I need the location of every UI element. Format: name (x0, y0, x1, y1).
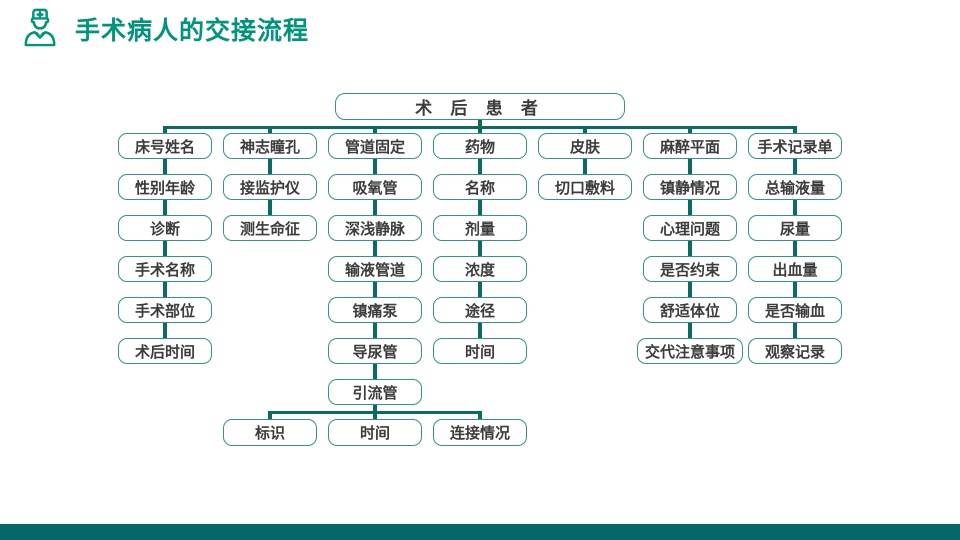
connector-line (688, 159, 692, 175)
footer-bar (0, 524, 960, 540)
connector-line (583, 159, 587, 175)
connector-line (163, 241, 167, 257)
chart-node: 床号姓名 (118, 133, 212, 159)
chart-node: 性别年龄 (118, 174, 212, 200)
chart-node: 交代注意事项 (637, 338, 743, 364)
connector-line (793, 323, 797, 339)
chart-node: 接监护仪 (223, 174, 317, 200)
connector-line (478, 282, 482, 298)
connector-line (163, 282, 167, 298)
slide-header: 手术病人的交接流程 (0, 0, 960, 60)
connector-line (373, 200, 377, 216)
connector-line (268, 411, 272, 420)
chart-node: 剂量 (433, 215, 527, 241)
connector-line (373, 364, 377, 380)
chart-node: 麻醉平面 (643, 133, 737, 159)
connector-line (373, 405, 377, 412)
chart-node: 管道固定 (328, 133, 422, 159)
chart-node: 时间 (328, 419, 422, 446)
chart-node: 出血量 (748, 256, 842, 282)
connector-line (373, 241, 377, 257)
connector-line (163, 323, 167, 339)
chart-node: 舒适体位 (643, 297, 737, 323)
chart-node: 是否约束 (643, 256, 737, 282)
chart-node: 手术部位 (118, 297, 212, 323)
connector-line (268, 126, 272, 134)
chart-node: 吸氧管 (328, 174, 422, 200)
connector-line (373, 411, 377, 420)
chart-node: 神志瞳孔 (223, 133, 317, 159)
connector-line (268, 200, 272, 216)
connector-line (688, 323, 692, 339)
chart-node: 皮肤 (538, 133, 632, 159)
chart-node: 输液管道 (328, 256, 422, 282)
connector-line (688, 282, 692, 298)
chart-node: 深浅静脉 (328, 215, 422, 241)
chart-node: 心理问题 (643, 215, 737, 241)
chart-node: 是否输血 (748, 297, 842, 323)
chart-node: 测生命征 (223, 215, 317, 241)
connector-line (478, 323, 482, 339)
connector-line (373, 159, 377, 175)
connector-line (793, 159, 797, 175)
chart-node: 术后时间 (118, 338, 212, 364)
chart-node: 切口敷料 (538, 174, 632, 200)
chart-node: 镇痛泵 (328, 297, 422, 323)
connector-line (478, 241, 482, 257)
connector-line (583, 126, 587, 134)
chart-node: 尿量 (748, 215, 842, 241)
chart-node: 镇静情况 (643, 174, 737, 200)
chart-node: 药物 (433, 133, 527, 159)
root-node: 术 后 患 者 (335, 93, 625, 120)
chart-node: 手术记录单 (748, 133, 842, 159)
chart-node: 观察记录 (748, 338, 842, 364)
connector-line (163, 126, 167, 134)
chart-node: 途径 (433, 297, 527, 323)
chart-node: 导尿管 (328, 338, 422, 364)
connector-line (268, 159, 272, 175)
chart-node: 标识 (223, 419, 317, 446)
connector-line (793, 282, 797, 298)
connector-line (163, 159, 167, 175)
connector-line (478, 159, 482, 175)
chart-node: 诊断 (118, 215, 212, 241)
page-title: 手术病人的交接流程 (75, 17, 310, 45)
connector-line (478, 119, 482, 127)
connector-line (478, 200, 482, 216)
chart-node: 引流管 (328, 379, 422, 405)
connector-line (373, 126, 377, 134)
connector-line (793, 126, 797, 134)
connector-line (688, 126, 692, 134)
chart-node: 时间 (433, 338, 527, 364)
connector-line (373, 323, 377, 339)
connector-line (478, 411, 482, 420)
chart-node: 浓度 (433, 256, 527, 282)
chart-node: 总输液量 (748, 174, 842, 200)
connector-line (688, 241, 692, 257)
connector-line (793, 200, 797, 216)
chart-node: 手术名称 (118, 256, 212, 282)
doctor-icon (21, 6, 59, 48)
chart-node: 连接情况 (433, 419, 527, 446)
connector-line (478, 126, 482, 134)
connector-line (688, 200, 692, 216)
connector-line (163, 200, 167, 216)
chart-node: 名称 (433, 174, 527, 200)
connector-line (373, 282, 377, 298)
connector-line (793, 241, 797, 257)
